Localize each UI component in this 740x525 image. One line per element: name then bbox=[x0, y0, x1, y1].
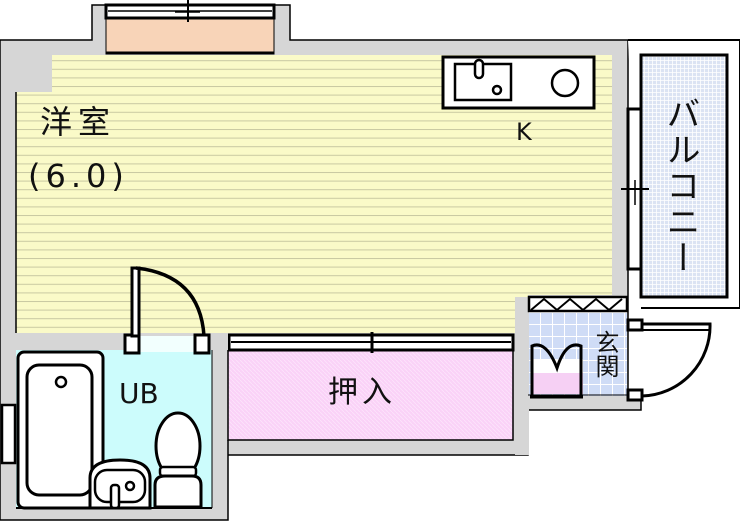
bathtub bbox=[16, 350, 105, 510]
shoe-cabinet bbox=[530, 343, 583, 399]
washbasin bbox=[88, 458, 152, 510]
western-room-label: 洋室 bbox=[40, 103, 117, 141]
western-room-size: (6.0) bbox=[28, 157, 129, 195]
unit-bath bbox=[0, 333, 228, 510]
toilet bbox=[153, 411, 203, 509]
entrance-area bbox=[515, 295, 641, 455]
balcony bbox=[628, 39, 740, 309]
drain-icon bbox=[491, 84, 503, 96]
bay-window bbox=[104, 0, 276, 55]
closet-label: 押入 bbox=[328, 375, 396, 410]
faucet-icon bbox=[473, 58, 485, 80]
unit-bath-label: UB bbox=[119, 377, 159, 410]
balcony-label: バルコニー bbox=[660, 96, 700, 276]
closet bbox=[227, 332, 515, 441]
entrance-label: 玄関 bbox=[591, 330, 619, 378]
stove-burner-icon bbox=[550, 68, 580, 98]
kitchen-label: K bbox=[516, 118, 532, 146]
kitchen-counter bbox=[441, 55, 596, 110]
entrance-door bbox=[626, 318, 712, 402]
corner-column bbox=[16, 55, 52, 92]
bathroom-door bbox=[123, 266, 211, 355]
balcony-window bbox=[621, 107, 649, 271]
